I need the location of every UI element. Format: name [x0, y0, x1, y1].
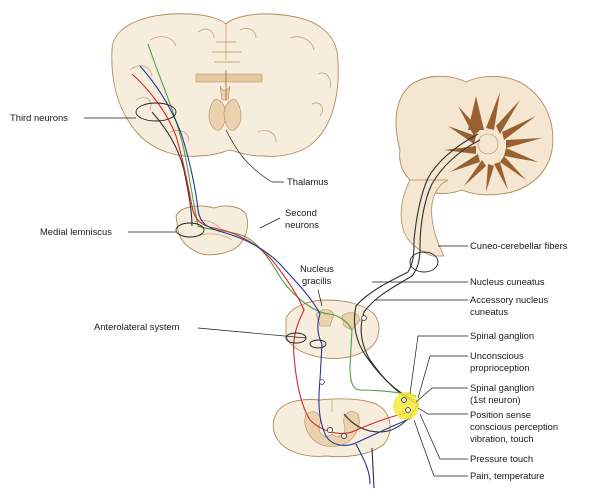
label-position-sense-line2: conscious perception — [470, 421, 558, 432]
label-nucleus-gracilis-line1: Nucleus — [300, 263, 334, 274]
label-anterolateral-system: Anterolateral system — [94, 321, 180, 332]
label-spinal-ganglion-first-line1: Spinal ganglion — [470, 382, 534, 393]
label-accessory-line2: cuneatus — [470, 306, 508, 317]
label-nucleus-cuneatus: Nucleus cuneatus — [470, 276, 545, 287]
label-second-neurons-line1: Second — [285, 207, 317, 218]
label-pressure-touch: Pressure touch — [470, 453, 533, 464]
label-spinal-ganglion: Spinal ganglion — [470, 330, 534, 341]
label-nucleus-gracilis-line2: gracilis — [302, 275, 331, 286]
label-cuneo-cerebellar-fibers: Cuneo-cerebellar fibers — [470, 240, 568, 251]
label-pain-temperature: Pain, temperature — [470, 470, 545, 481]
label-unconscious-line1: Unconscious — [470, 350, 524, 361]
label-spinal-ganglion-first-line2: (1st neuron) — [470, 394, 521, 405]
cuneo-cerebellar-ellipse — [410, 252, 438, 272]
label-thalamus: Thalamus — [287, 176, 328, 187]
label-second-neurons-line2: neurons — [285, 219, 319, 230]
label-position-sense-line1: Position sense — [470, 409, 531, 420]
label-medial-lemniscus: Medial lemniscus — [40, 226, 112, 237]
label-position-sense-line3: vibration, touch — [470, 433, 534, 444]
spinal-ganglion-highlight — [393, 392, 419, 420]
cerebellum-section — [396, 76, 553, 256]
brainstem-section — [176, 206, 248, 255]
label-unconscious-line2: proprioception — [470, 362, 529, 373]
label-accessory-line1: Accessory nucleus — [470, 294, 548, 305]
label-third-neurons: Third neurons — [10, 112, 68, 123]
brain-coronal-section — [112, 14, 338, 157]
